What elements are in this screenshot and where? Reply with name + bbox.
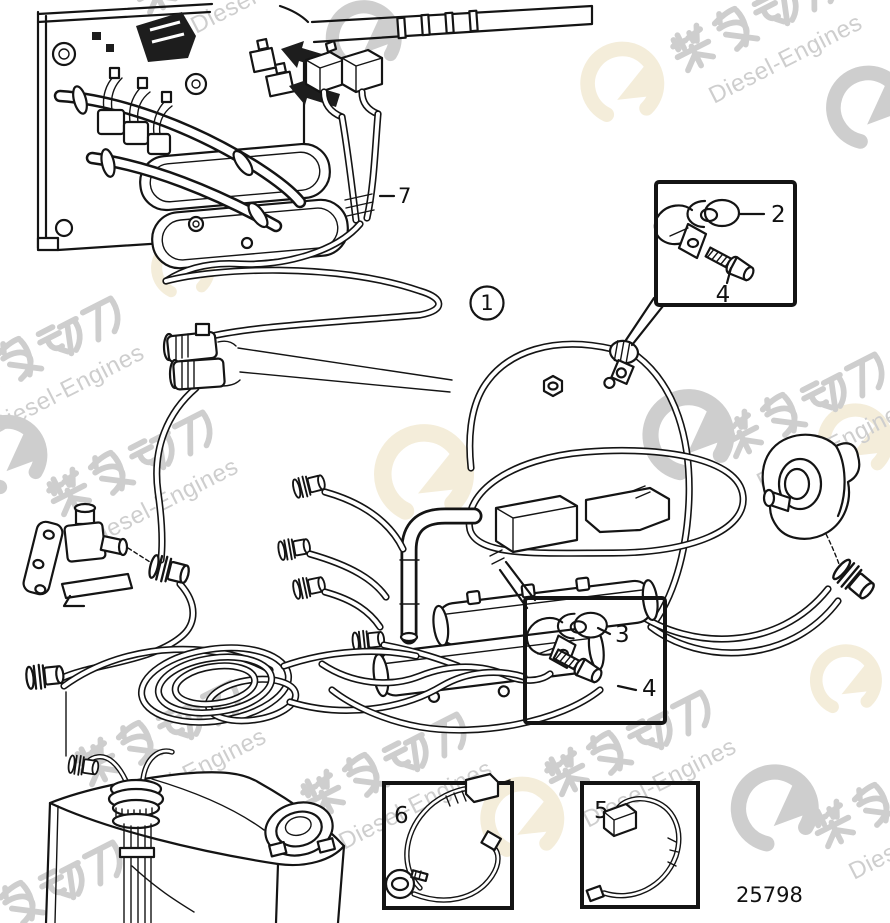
- hose-assembly-7: [166, 39, 439, 344]
- hose-connector: [829, 555, 880, 605]
- callout-4-label: 4: [642, 676, 657, 702]
- callout-6-label: 6: [394, 803, 409, 829]
- fuel-tank: [44, 751, 346, 923]
- deck-slots: [396, 9, 479, 40]
- bulkhead-grommet: [761, 433, 861, 565]
- filler-cap: [264, 801, 336, 858]
- dual-connector-assembly: [162, 322, 241, 391]
- engine-connectors: [96, 66, 173, 156]
- callout-3-label: 3: [615, 622, 630, 648]
- callout-1-label: 1: [480, 291, 493, 315]
- harness-wires: [237, 347, 453, 393]
- callout-1: 1: [469, 285, 505, 321]
- callout-2-label: 2: [771, 202, 786, 228]
- fuel-sender: [66, 751, 195, 923]
- inset-box-2-4: 2 4: [624, 180, 797, 347]
- engine-block: [36, 2, 594, 270]
- inset-box-3-4: 3 4: [498, 560, 667, 725]
- watermark-text: Diesel-Engines: [186, 0, 348, 39]
- inset-box-5: 5: [580, 781, 700, 909]
- hose-connector: [24, 661, 66, 692]
- injector-connector: [290, 572, 328, 602]
- hex-fitting: [542, 374, 564, 398]
- inset-box-6: 6: [382, 772, 514, 910]
- callout-7-label: 7: [398, 184, 411, 208]
- part-number: 25798: [736, 883, 803, 907]
- hose-connector: [146, 552, 193, 589]
- installed-clamp: [603, 339, 640, 390]
- solenoid-valve: [22, 502, 151, 608]
- injector-connector: [290, 470, 328, 501]
- injector-connector: [276, 534, 313, 563]
- bolt-part-4: [702, 242, 758, 285]
- coiled-hose: [137, 644, 300, 726]
- fuel-line-harness: [24, 339, 880, 757]
- clamp-part-2: [653, 198, 741, 260]
- callout-4-label: 4: [716, 282, 731, 308]
